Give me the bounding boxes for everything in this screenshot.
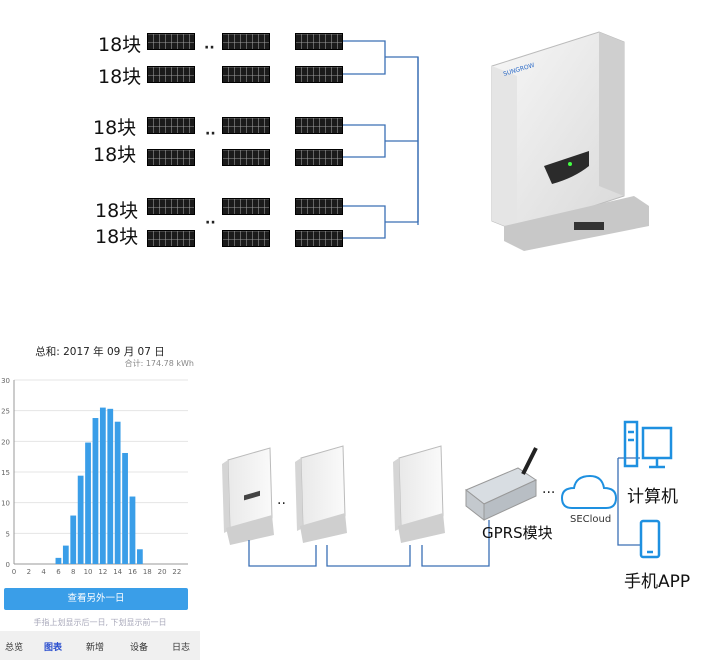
- ellipsis-cloud: ···: [542, 485, 555, 501]
- tab-chart[interactable]: 图表: [44, 643, 63, 653]
- string-label-6: 18块: [95, 226, 139, 248]
- ellipsis: ··: [204, 40, 215, 56]
- view-another-day-button[interactable]: 查看另外一日: [4, 588, 188, 610]
- chart-bar: [99, 407, 106, 564]
- string-label-5: 18块: [95, 200, 139, 222]
- gprs-module: [465, 447, 538, 522]
- solar-panel: [295, 198, 343, 215]
- inverter-small: [393, 445, 445, 543]
- y-tick-label: 0: [6, 561, 10, 569]
- x-tick-label: 8: [71, 568, 75, 576]
- string-label-2: 18块: [98, 66, 142, 88]
- solar-panel: [295, 33, 343, 50]
- solar-panel: [147, 117, 195, 134]
- x-tick-label: 6: [56, 568, 61, 576]
- string-label-1: 18块: [98, 34, 142, 56]
- x-tick-label: 14: [113, 568, 122, 576]
- y-tick-label: 25: [1, 408, 10, 416]
- y-tick-label: 30: [1, 377, 10, 385]
- chart-bar: [122, 452, 128, 564]
- string-wiring: [343, 40, 419, 239]
- chart-bar: [77, 475, 84, 564]
- x-tick-label: 22: [172, 568, 181, 576]
- solar-panel: [147, 66, 195, 83]
- solar-panel: [147, 230, 195, 247]
- y-tick-label: 15: [1, 469, 10, 477]
- phone-app-label: 手机APP: [624, 572, 691, 592]
- solar-panel: [295, 117, 343, 134]
- solar-panel: [222, 117, 270, 134]
- ellipsis: ··: [205, 215, 216, 231]
- solar-panel: [222, 66, 270, 83]
- energy-bar-chart: 0 5 10 15 20 25 30 0 2 4 6 8 10 12 14 16 18 20 22: [1, 377, 188, 576]
- string-label-4: 18块: [93, 144, 137, 166]
- solar-panel: [222, 149, 270, 166]
- solar-panel: [147, 149, 195, 166]
- phone-chart-screen: 总和: 2017 年 09 月 07 日 合计: 174.78 kWh 0 5 10…: [0, 338, 200, 672]
- solar-panel: [295, 66, 343, 83]
- chart-bar: [107, 408, 114, 564]
- solar-panel: [147, 198, 195, 215]
- string-label-3: 18块: [93, 117, 137, 139]
- x-tick-label: 2: [27, 568, 31, 576]
- y-tick-label: 5: [6, 530, 10, 538]
- chart-bar: [62, 545, 69, 564]
- inverter-small: [222, 447, 274, 545]
- y-tick-label: 10: [1, 500, 10, 508]
- chart-bar: [136, 549, 143, 564]
- computer-label: 计算机: [627, 487, 678, 507]
- chart-title: 总和: 2017 年 09 月 07 日: [35, 346, 165, 358]
- network-graphics: ·· ···: [222, 420, 673, 567]
- tab-devices[interactable]: 设备: [130, 643, 149, 653]
- y-tick-label: 20: [1, 438, 10, 446]
- chart-subtitle: 合计: 174.78 kWh: [124, 359, 194, 368]
- tab-add[interactable]: 新增: [86, 643, 105, 653]
- cloud-icon: [560, 474, 618, 509]
- chart-bar: [70, 515, 77, 564]
- tab-overview[interactable]: 总览: [5, 643, 24, 653]
- inverter-small: [295, 445, 347, 543]
- x-tick-label: 4: [41, 568, 46, 576]
- tab-logs[interactable]: 日志: [172, 643, 191, 653]
- bottom-tab-bar: 总览 图表 新增 设备 日志: [0, 631, 200, 660]
- cloud-label: SECloud: [570, 514, 612, 525]
- chart-bar: [92, 418, 99, 564]
- gprs-module-label: GPRS模块: [482, 524, 553, 542]
- swipe-hint: 手指上划显示后一日, 下划显示前一日: [33, 618, 167, 627]
- x-tick-label: 16: [128, 568, 137, 576]
- solar-panel: [222, 230, 270, 247]
- solar-panel: [295, 230, 343, 247]
- ellipsis-inverters: ··: [277, 496, 286, 512]
- solar-panel: [222, 198, 270, 215]
- computer-icon: [623, 420, 673, 469]
- x-tick-label: 10: [84, 568, 93, 576]
- solar-panel: [295, 149, 343, 166]
- solar-panel: [222, 33, 270, 50]
- inverter-large: SUNGROW: [491, 31, 649, 251]
- x-tick-label: 18: [143, 568, 152, 576]
- solar-panel: [147, 33, 195, 50]
- phone-icon: [639, 519, 661, 559]
- x-tick-label: 0: [12, 568, 16, 576]
- ellipsis: ··: [205, 126, 216, 142]
- chart-bar: [85, 442, 91, 564]
- chart-bar: [114, 421, 121, 564]
- x-tick-label: 12: [98, 568, 107, 576]
- x-tick-label: 20: [158, 568, 167, 576]
- chart-bar: [129, 496, 136, 564]
- rs485-lines: [248, 520, 490, 567]
- chart-bar: [55, 557, 62, 564]
